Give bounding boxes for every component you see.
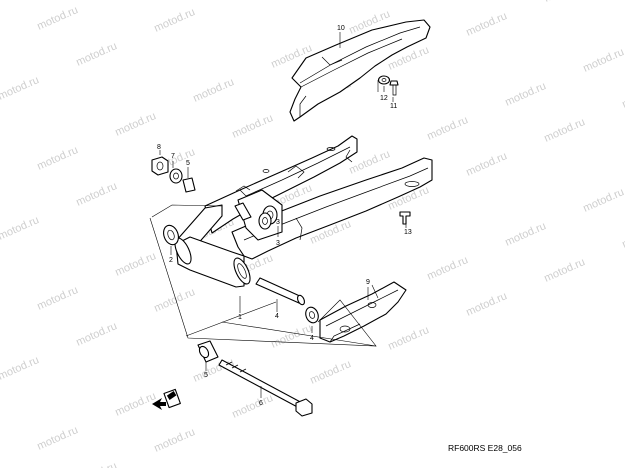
watermark-text: motod.ru [386, 324, 431, 353]
watermark-text: motod.ru [0, 214, 41, 243]
leader-lines [159, 32, 407, 398]
watermark-text: motod.ru [74, 460, 119, 468]
watermark-text: motod.ru [0, 458, 2, 468]
watermark-text: motod.ru [0, 318, 2, 347]
bearings-left [163, 202, 272, 246]
watermark-text: motod.ru [425, 114, 470, 143]
watermark-text: motod.ru [620, 222, 625, 251]
watermark-text: motod.ru [113, 250, 158, 279]
watermark-text: motod.ru [581, 186, 625, 215]
watermark-text: motod.ru [74, 40, 119, 69]
callouts: 10 12 11 8 7 5 3 3 2 1 4 4 9 13 5 6 [157, 25, 412, 407]
callout-8: 8 [157, 144, 161, 151]
watermark-text: motod.ru [581, 46, 625, 75]
watermark-text: motod.ru [308, 358, 353, 387]
callout-2: 2 [169, 257, 173, 264]
callout-3b: 3 [276, 240, 280, 247]
spacer-tube [255, 277, 305, 306]
drawing-code-label: RF600RS E28_056 [448, 443, 522, 453]
watermark-text: motod.ru [74, 180, 119, 209]
callout-12: 12 [380, 95, 388, 102]
chain-cover [289, 19, 431, 122]
watermark-text: motod.ru [269, 322, 314, 351]
watermark-text: motod.ru [542, 0, 587, 5]
watermark-text: motod.ru [620, 82, 625, 111]
watermark-text: motod.ru [35, 424, 80, 453]
assembly-lines [149, 80, 379, 347]
watermark-text: motod.ru [113, 390, 158, 419]
watermark-text: motod.ru [503, 80, 548, 109]
watermark-text: motod.ru [152, 286, 197, 315]
callout-13: 13 [404, 229, 412, 236]
watermark-text: motod.ru [230, 112, 275, 141]
callout-11: 11 [390, 103, 397, 110]
bearings-right [197, 306, 319, 363]
watermark-text: motod.ru [464, 150, 509, 179]
watermark-text: motod.ru [191, 76, 236, 105]
watermark-text: motod.ru [0, 354, 41, 383]
pivot-shaft [218, 359, 313, 417]
watermark-text: motod.ru [0, 38, 2, 67]
watermark-text: motod.ru [425, 0, 470, 3]
chain-buffer [319, 281, 407, 343]
watermark-text: motod.ru [0, 178, 2, 207]
callout-9: 9 [366, 279, 370, 286]
watermark-text: motod.ru [0, 74, 41, 103]
watermark-text: motod.ru [152, 426, 197, 455]
watermark-text: motod.ru [230, 0, 275, 1]
watermark-text: motod.ru [74, 320, 119, 349]
watermark-text: motod.ru [152, 6, 197, 35]
watermark-text: motod.ru [464, 10, 509, 39]
watermark-text: motod.ru [542, 116, 587, 145]
callout-5a: 5 [186, 160, 190, 167]
callout-7: 7 [171, 153, 175, 160]
watermark-text: motod.ru [35, 284, 80, 313]
watermark-text: motod.ru [464, 290, 509, 319]
clip [399, 211, 411, 225]
callout-4b: 4 [310, 335, 314, 342]
nut-washer-collar [151, 156, 196, 193]
callout-1: 1 [238, 314, 242, 321]
callout-4: 4 [275, 313, 279, 320]
front-direction-arrow-icon [152, 388, 181, 410]
callout-10: 10 [337, 25, 345, 32]
watermark-text: motod.ru [35, 144, 80, 173]
cover-fasteners [377, 75, 399, 96]
callout-3a: 3 [276, 219, 280, 226]
watermark-text: motod.ru [35, 4, 80, 33]
callout-5b: 5 [204, 372, 208, 379]
callout-6: 6 [259, 400, 263, 407]
watermark-text: motod.ru [230, 392, 275, 421]
watermark-text: motod.ru [425, 254, 470, 283]
watermark-text: motod.ru [113, 110, 158, 139]
watermark-text: motod.ru [542, 256, 587, 285]
watermark-text: motod.ru [503, 220, 548, 249]
